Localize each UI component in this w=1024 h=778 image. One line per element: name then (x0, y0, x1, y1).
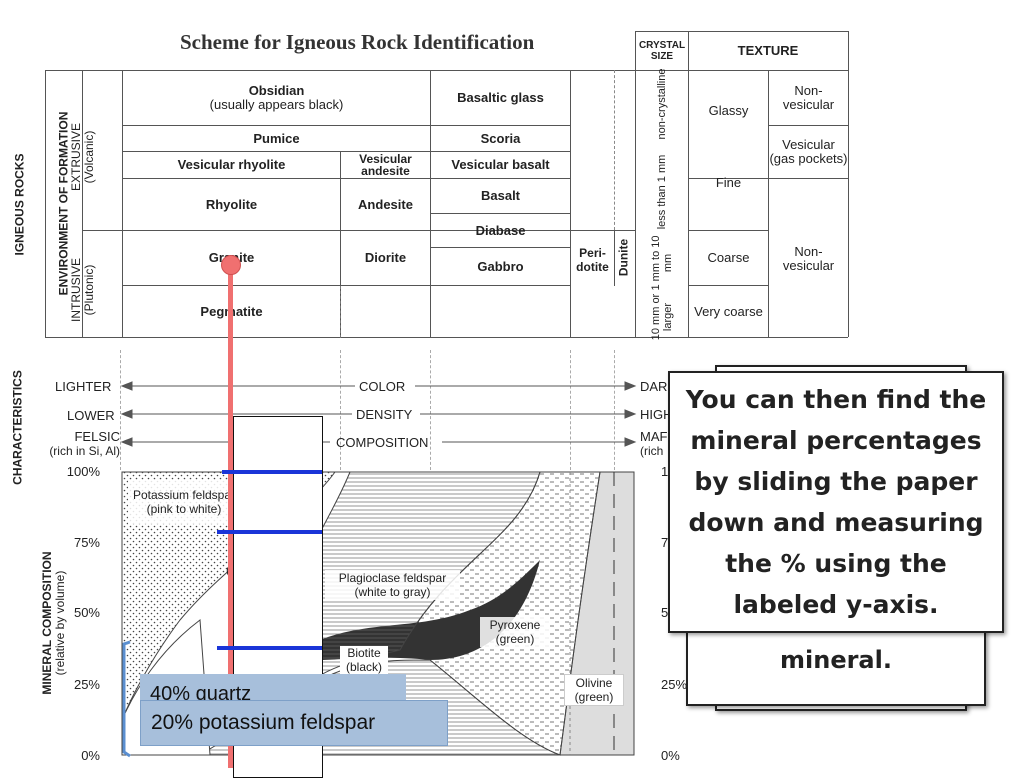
pyroxene-label: Pyroxene (green) (480, 617, 550, 647)
basaltic-glass-cell: Basaltic glass (457, 90, 544, 105)
y-tick-100: 100% (66, 464, 100, 479)
potassium-feldspar-name: Potassium feldspar (132, 488, 236, 502)
density-label: DENSITY (356, 407, 413, 422)
mark-100 (222, 470, 322, 474)
felsic-sub: (rich in Si, Al) (49, 444, 120, 458)
felsic-title: FELSIC (74, 429, 120, 444)
y-tick-right-25: 25% (661, 677, 688, 692)
glassy-texture: Glassy (708, 103, 749, 118)
plagioclase-sub: (white to gray) (354, 585, 431, 599)
y-tick-75: 75% (73, 535, 100, 550)
composition-label: COMPOSITION (336, 435, 429, 450)
crystal-size-header: CRYSTAL SIZE (638, 40, 686, 62)
pyroxene-name: Pyroxene (489, 618, 541, 632)
diorite-cell: Diorite (364, 250, 407, 265)
diabase-cell: Diabase (475, 222, 526, 238)
mid-callout: mineral. (686, 620, 986, 706)
mark-80 (217, 530, 322, 534)
rhyolite-cell: Rhyolite (205, 196, 258, 212)
scoria-cell: Scoria (480, 130, 521, 146)
page-title: Scheme for Igneous Rock Identification (180, 30, 535, 54)
vesicular-rhyolite-cell: Vesicular rhyolite (177, 157, 286, 172)
color-label: COLOR (359, 379, 406, 394)
indicator-dot[interactable] (221, 255, 241, 275)
plagioclase-name: Plagioclase feldspar (338, 571, 447, 585)
lighter-label: LIGHTER (55, 379, 112, 394)
andesite-cell: Andesite (358, 196, 413, 212)
vesicular-andesite-cell: Vesicular andesite (359, 152, 412, 178)
biotite-sub: (black) (345, 660, 382, 674)
instruction-callout: You can then find the mineral percentage… (668, 371, 1004, 633)
gabbro-cell: Gabbro (477, 258, 524, 274)
y-tick-right-50: 5 (661, 605, 669, 620)
y-tick-0: 0% (81, 748, 100, 763)
mafic-sub: (rich (640, 444, 664, 458)
fine-texture: Fine (715, 175, 742, 190)
obsidian-note: (usually appears black) (209, 97, 344, 112)
lower-label: LOWER (67, 408, 115, 423)
basalt-cell: Basalt (480, 188, 521, 203)
bracket (122, 640, 131, 758)
indicator-line (228, 264, 233, 768)
mineral-text: mineral. (780, 646, 892, 674)
plagioclase-label: Plagioclase feldspar (white to gray) (325, 570, 460, 600)
biotite-name: Biotite (347, 646, 381, 660)
coarse-texture: Coarse (707, 250, 750, 265)
darker-label: DAR (640, 379, 668, 394)
very-coarse-texture: Very coarse (694, 303, 763, 319)
vesicular-basalt-cell: Vesicular basalt (451, 157, 550, 172)
higher-label: HIGH (640, 407, 673, 422)
mark-38 (217, 646, 322, 650)
mafic-title: MAF (640, 429, 668, 444)
pumice-cell: Pumice (253, 130, 300, 146)
potassium-feldspar-sub: (pink to white) (146, 502, 222, 516)
olivine-label: Olivine (green) (564, 674, 624, 706)
potassium-note: 20% potassium feldspar (140, 700, 448, 746)
olivine-sub: (green) (574, 690, 614, 704)
y-tick-right-100: 1 (661, 464, 669, 479)
y-tick-25: 25% (73, 677, 100, 692)
y-tick-right-75: 7 (661, 535, 669, 550)
potassium-feldspar-label: Potassium feldspar (pink to white) (128, 480, 240, 524)
obsidian-name: Obsidian (248, 83, 305, 98)
olivine-name: Olivine (575, 676, 613, 690)
felsic-label: FELSIC (rich in Si, Al) (36, 429, 120, 459)
mafic-label: MAF (rich (640, 429, 668, 459)
rock-table: CRYSTAL SIZE TEXTURE IGNEOUS ROCKS ENVIR… (0, 0, 1024, 340)
non-vesicular-texture: Non-vesicular (782, 244, 835, 273)
non-vesicular-texture-top: Non-vesicular (782, 83, 835, 112)
vesicular-texture: Vesicular (gas pockets) (769, 137, 848, 166)
obsidian-cell: Obsidian (usually appears black) (123, 71, 430, 125)
y-tick-right-0: 0% (661, 748, 680, 763)
biotite-label: Biotite (black) (340, 646, 388, 674)
pyroxene-sub: (green) (495, 632, 535, 646)
texture-header: TEXTURE (737, 43, 799, 58)
peridotite-cell: Peri-dotite (576, 246, 609, 274)
y-tick-50: 50% (73, 605, 100, 620)
